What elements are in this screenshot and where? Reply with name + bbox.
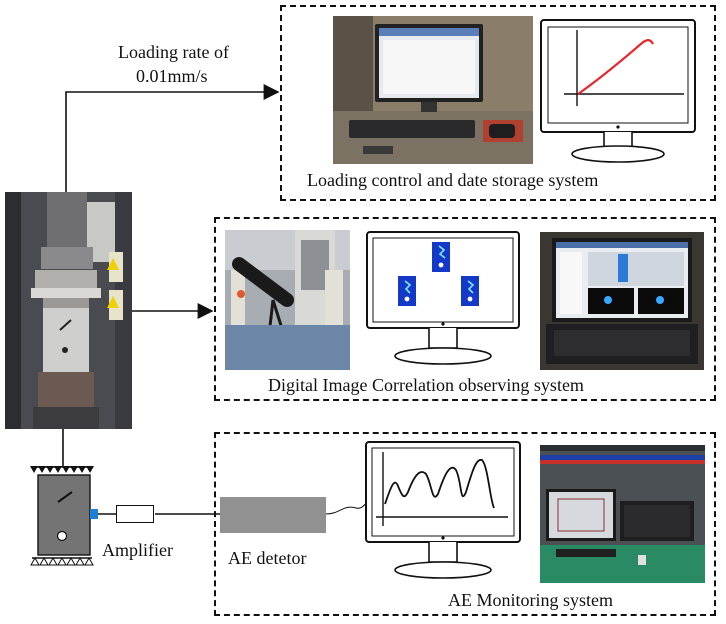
loading-system-caption: Loading control and date storage system	[307, 170, 599, 190]
loading-system-box	[280, 5, 716, 201]
ae-equipment-photo	[540, 445, 705, 583]
arrow-to-loading-system	[65, 84, 280, 192]
dic-system-box	[214, 217, 716, 401]
ae-system-box	[214, 432, 716, 616]
ae-system-caption: AE Monitoring system	[448, 590, 613, 610]
ae-detector-label: AE detetor	[228, 548, 307, 568]
ae-detector-box	[220, 497, 326, 533]
loading-rate-value: 0.01mm/s	[136, 66, 208, 86]
dic-system-caption: Digital Image Correlation observing syst…	[268, 375, 584, 395]
cable-detector-to-monitor	[325, 499, 373, 515]
dic-camera-photo	[225, 230, 350, 370]
loading-rate-label: Loading rate of	[118, 42, 229, 62]
testing-machine-photo	[5, 192, 132, 429]
amplifier-box	[116, 505, 154, 523]
loading-control-photo	[333, 16, 533, 164]
dic-laptop-photo	[540, 232, 704, 370]
amplifier-label: Amplifier	[102, 540, 173, 560]
